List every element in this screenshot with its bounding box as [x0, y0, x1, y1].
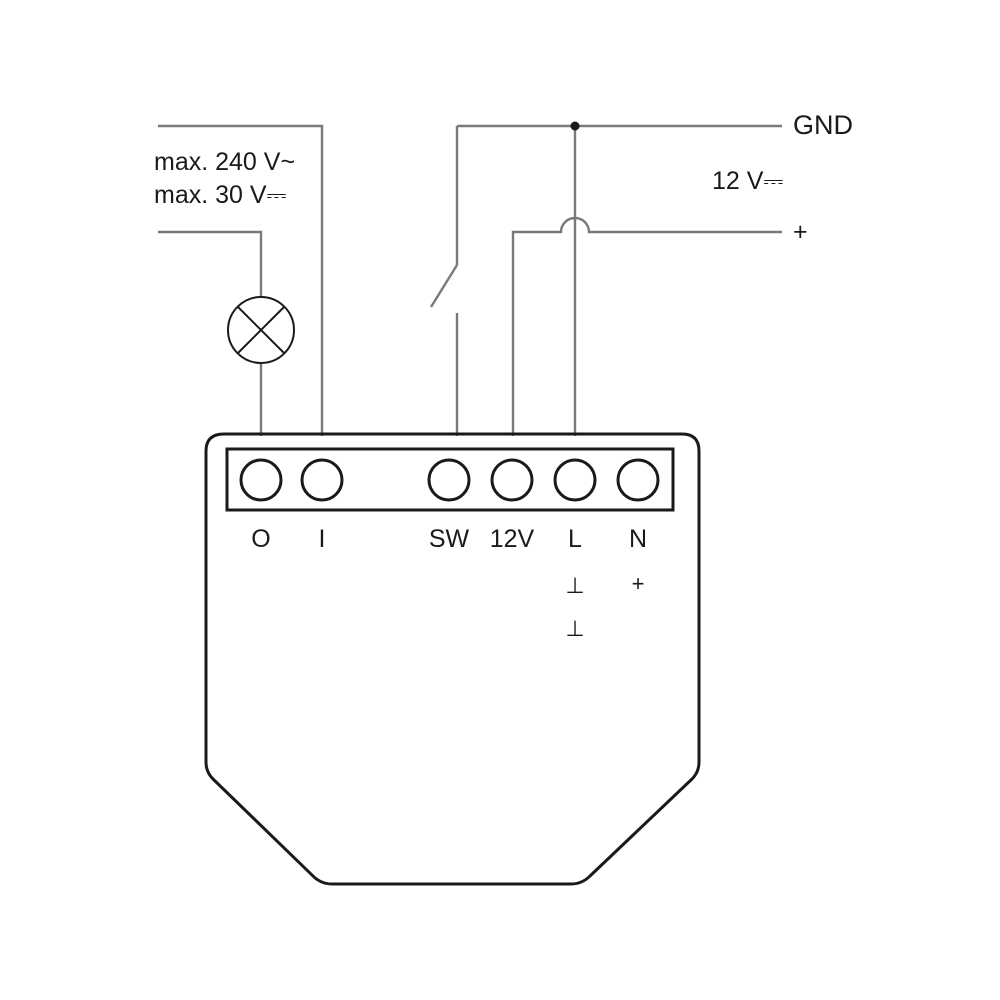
terminal-sub-l-1: ⊥ [565, 573, 584, 598]
terminal-i [300, 458, 344, 502]
device-body [204, 432, 701, 886]
lamp-icon [227, 296, 295, 364]
label-plus: + [793, 218, 808, 246]
label-max-dc: max. 30 V⎓ [154, 181, 287, 209]
wires [158, 121, 782, 436]
terminals [239, 458, 660, 502]
terminal-label-n: N [629, 525, 647, 553]
terminal-label-12v: 12V [490, 525, 535, 553]
terminal-sub-l-2: ⊥ [565, 616, 584, 641]
terminal-label-sw: SW [429, 525, 470, 553]
terminal-12v [490, 458, 534, 502]
label-supply: 12 V⎓ [712, 167, 783, 195]
terminal-label-i: I [319, 525, 326, 553]
terminal-label-l: L [568, 525, 582, 553]
wire-plus [511, 216, 782, 436]
switch-contact [429, 264, 459, 308]
wire-lamp-line [158, 230, 263, 296]
terminal-label-o: O [251, 525, 270, 553]
terminal-o [239, 458, 283, 502]
terminal-sub-n-1: + [632, 571, 645, 596]
terminal-block [225, 447, 675, 512]
terminal-labels: O I SW 12V L N ⊥ ⊥ + [251, 525, 647, 641]
label-gnd: GND [793, 110, 853, 140]
terminal-n [616, 458, 660, 502]
annotation-labels: max. 240 V~ max. 30 V⎓ GND 12 V⎓ + [154, 110, 853, 246]
terminal-l [553, 458, 597, 502]
wire-input-line [158, 124, 324, 436]
label-max-ac: max. 240 V~ [154, 148, 295, 176]
terminal-sw [427, 458, 471, 502]
junction-dot [570, 121, 580, 131]
